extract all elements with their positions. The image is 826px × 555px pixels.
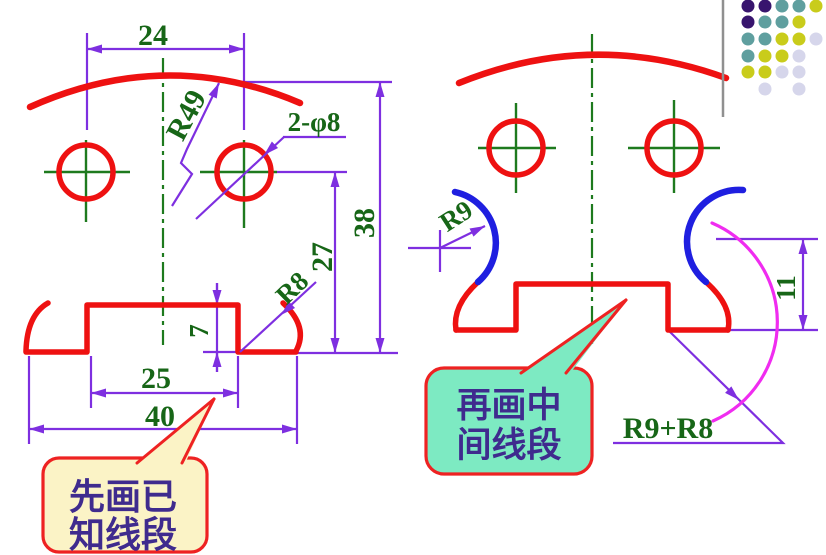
r49-label: R49 xyxy=(160,85,213,146)
decor-dot-yellow xyxy=(758,65,772,79)
callout1-text-line1: 先画已 xyxy=(69,477,177,517)
decor-dot-teal xyxy=(741,32,755,46)
callout2-tail-edge-right xyxy=(564,298,628,375)
decor-dot-lavender xyxy=(775,65,789,79)
r9r8-label: R9+R8 xyxy=(623,412,713,445)
callout-middle-segments: 再画中 间线段 xyxy=(424,298,628,476)
decor-dot-lavender xyxy=(792,82,806,96)
decor-dot-teal xyxy=(775,0,789,13)
decor-dot-yellow xyxy=(775,49,789,63)
dim25-label: 25 xyxy=(141,362,171,395)
left-view-leaders xyxy=(171,82,346,353)
right-view-middle-arcs xyxy=(451,186,747,286)
decor-dot-yellow xyxy=(758,49,772,63)
blue-arc-left xyxy=(451,188,500,286)
callout1-bubble xyxy=(41,456,209,554)
decor-dot-yellow xyxy=(792,15,806,29)
right-fillet-left xyxy=(452,279,481,333)
right-view-dimensions xyxy=(408,225,818,445)
r49-leader-zigzag xyxy=(171,82,220,207)
r9r8-leader-arrow xyxy=(725,386,739,400)
decor-dot-yellow xyxy=(792,32,806,46)
decor-dot-yellow xyxy=(775,32,789,46)
r49-leader-arrow xyxy=(208,83,219,99)
left-base-profile xyxy=(23,300,299,355)
dim24-label: 24 xyxy=(138,19,168,52)
corner-dot-pattern xyxy=(741,0,823,96)
right-view-outline xyxy=(452,51,732,333)
dim11-label: 11 xyxy=(771,275,801,301)
decor-dot-lavender xyxy=(809,32,823,46)
callout2-tail-edge-left xyxy=(519,298,628,375)
right-fillet-right xyxy=(703,279,732,333)
right-hole2-circle xyxy=(644,118,704,178)
holes-label: 2-φ8 xyxy=(288,107,341,137)
decor-dot-lavender xyxy=(792,49,806,63)
left-top-arc xyxy=(26,72,304,111)
right-top-arc xyxy=(455,51,730,87)
decor-dot-purple xyxy=(741,15,755,29)
dim40-label: 40 xyxy=(145,400,175,433)
callout2-text-line2: 间线段 xyxy=(456,425,561,465)
left-view-dimensions xyxy=(27,33,398,444)
r9r8-leader-line xyxy=(613,329,786,445)
blue-arc-right xyxy=(683,186,747,286)
callout2-bubble xyxy=(424,366,594,476)
decor-dot-lavender xyxy=(792,65,806,79)
left-view-centerlines xyxy=(44,58,277,345)
callout-known-segments: 先画已 知线段 xyxy=(41,397,216,555)
decor-dot-teal xyxy=(775,15,789,29)
dim7-label: 7 xyxy=(184,324,214,338)
decor-dot-teal xyxy=(792,0,806,13)
callout1-tail-edge-left xyxy=(135,397,216,465)
left-hole1-circle xyxy=(56,142,116,202)
right-hole1-circle xyxy=(486,118,546,178)
dim38-label: 38 xyxy=(348,208,381,238)
r8-leader-line xyxy=(239,281,317,353)
decor-dot-purple xyxy=(758,0,772,13)
decor-dot-teal xyxy=(758,32,772,46)
callout2-text-line1: 再画中 xyxy=(456,386,561,425)
callout1-text-line2: 知线段 xyxy=(69,515,177,555)
construction-arc-r9r8 xyxy=(710,221,779,423)
decor-dot-yellow xyxy=(809,0,823,13)
r9-leader-arrow xyxy=(469,226,485,237)
r8-leader-arrow xyxy=(281,301,296,315)
dim27-label: 27 xyxy=(306,242,339,272)
left-hole2-circle xyxy=(214,142,274,202)
decor-dot-teal xyxy=(758,15,772,29)
decor-dot-lavender xyxy=(758,82,772,96)
decor-dot-teal xyxy=(741,49,755,63)
holes-leader-arrow xyxy=(264,141,279,155)
right-base-profile xyxy=(453,281,731,333)
callout1-tail-edge-right xyxy=(180,397,216,465)
left-view-outline xyxy=(23,72,304,355)
decor-dot-purple xyxy=(741,0,755,13)
decor-dot-yellow xyxy=(741,65,755,79)
